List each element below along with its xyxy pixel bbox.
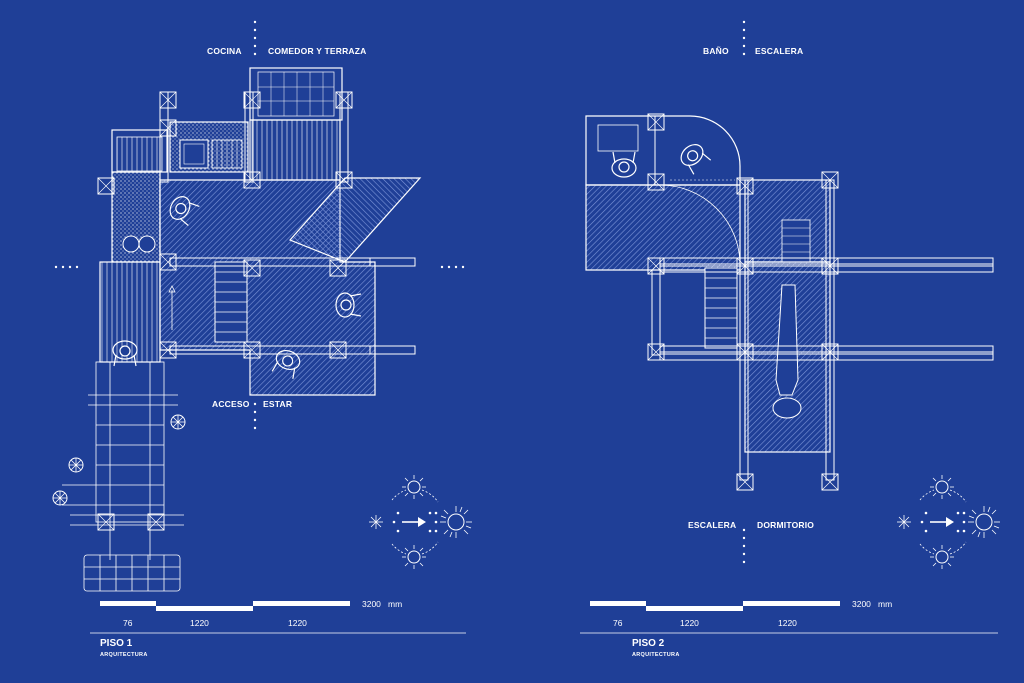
floor1-title: PISO 1 [100, 638, 133, 649]
label-dormitorio: DORMITORIO [757, 520, 815, 530]
floor1-scale-76: 76 [123, 618, 133, 628]
floor1-subtitle: ARQUITECTURA [100, 652, 148, 658]
floor2-plan [580, 20, 1000, 634]
label-estar: ESTAR [263, 399, 293, 409]
floor1-plan [52, 20, 472, 634]
label-acceso: ACCESO [212, 399, 250, 409]
floor2-scale-1220-a: 1220 [680, 618, 699, 628]
floor2-scale-1220-b: 1220 [778, 618, 797, 628]
label-escalera-top: ESCALERA [755, 46, 804, 56]
floor2-scale-total: 3200 mm [852, 599, 893, 609]
label-comedor-terraza: COMEDOR Y TERRAZA [268, 46, 367, 56]
floor1-scale-bar [100, 601, 350, 611]
floor1-scale-1220-b: 1220 [288, 618, 307, 628]
compass-arrow-icon-2 [897, 475, 1000, 569]
floor1-scale-total: 3200 mm [362, 599, 403, 609]
compass-arrow-icon [369, 475, 472, 569]
label-cocina: COCINA [207, 46, 242, 56]
floor2-scale-bar [590, 601, 840, 611]
floor2-scale-76: 76 [613, 618, 623, 628]
floor2-subtitle: ARQUITECTURA [632, 652, 680, 658]
label-bano: BAÑO [703, 46, 729, 56]
floor1-scale-1220-a: 1220 [190, 618, 209, 628]
floor2-title: PISO 2 [632, 638, 665, 649]
label-escalera-bottom: ESCALERA [688, 520, 737, 530]
